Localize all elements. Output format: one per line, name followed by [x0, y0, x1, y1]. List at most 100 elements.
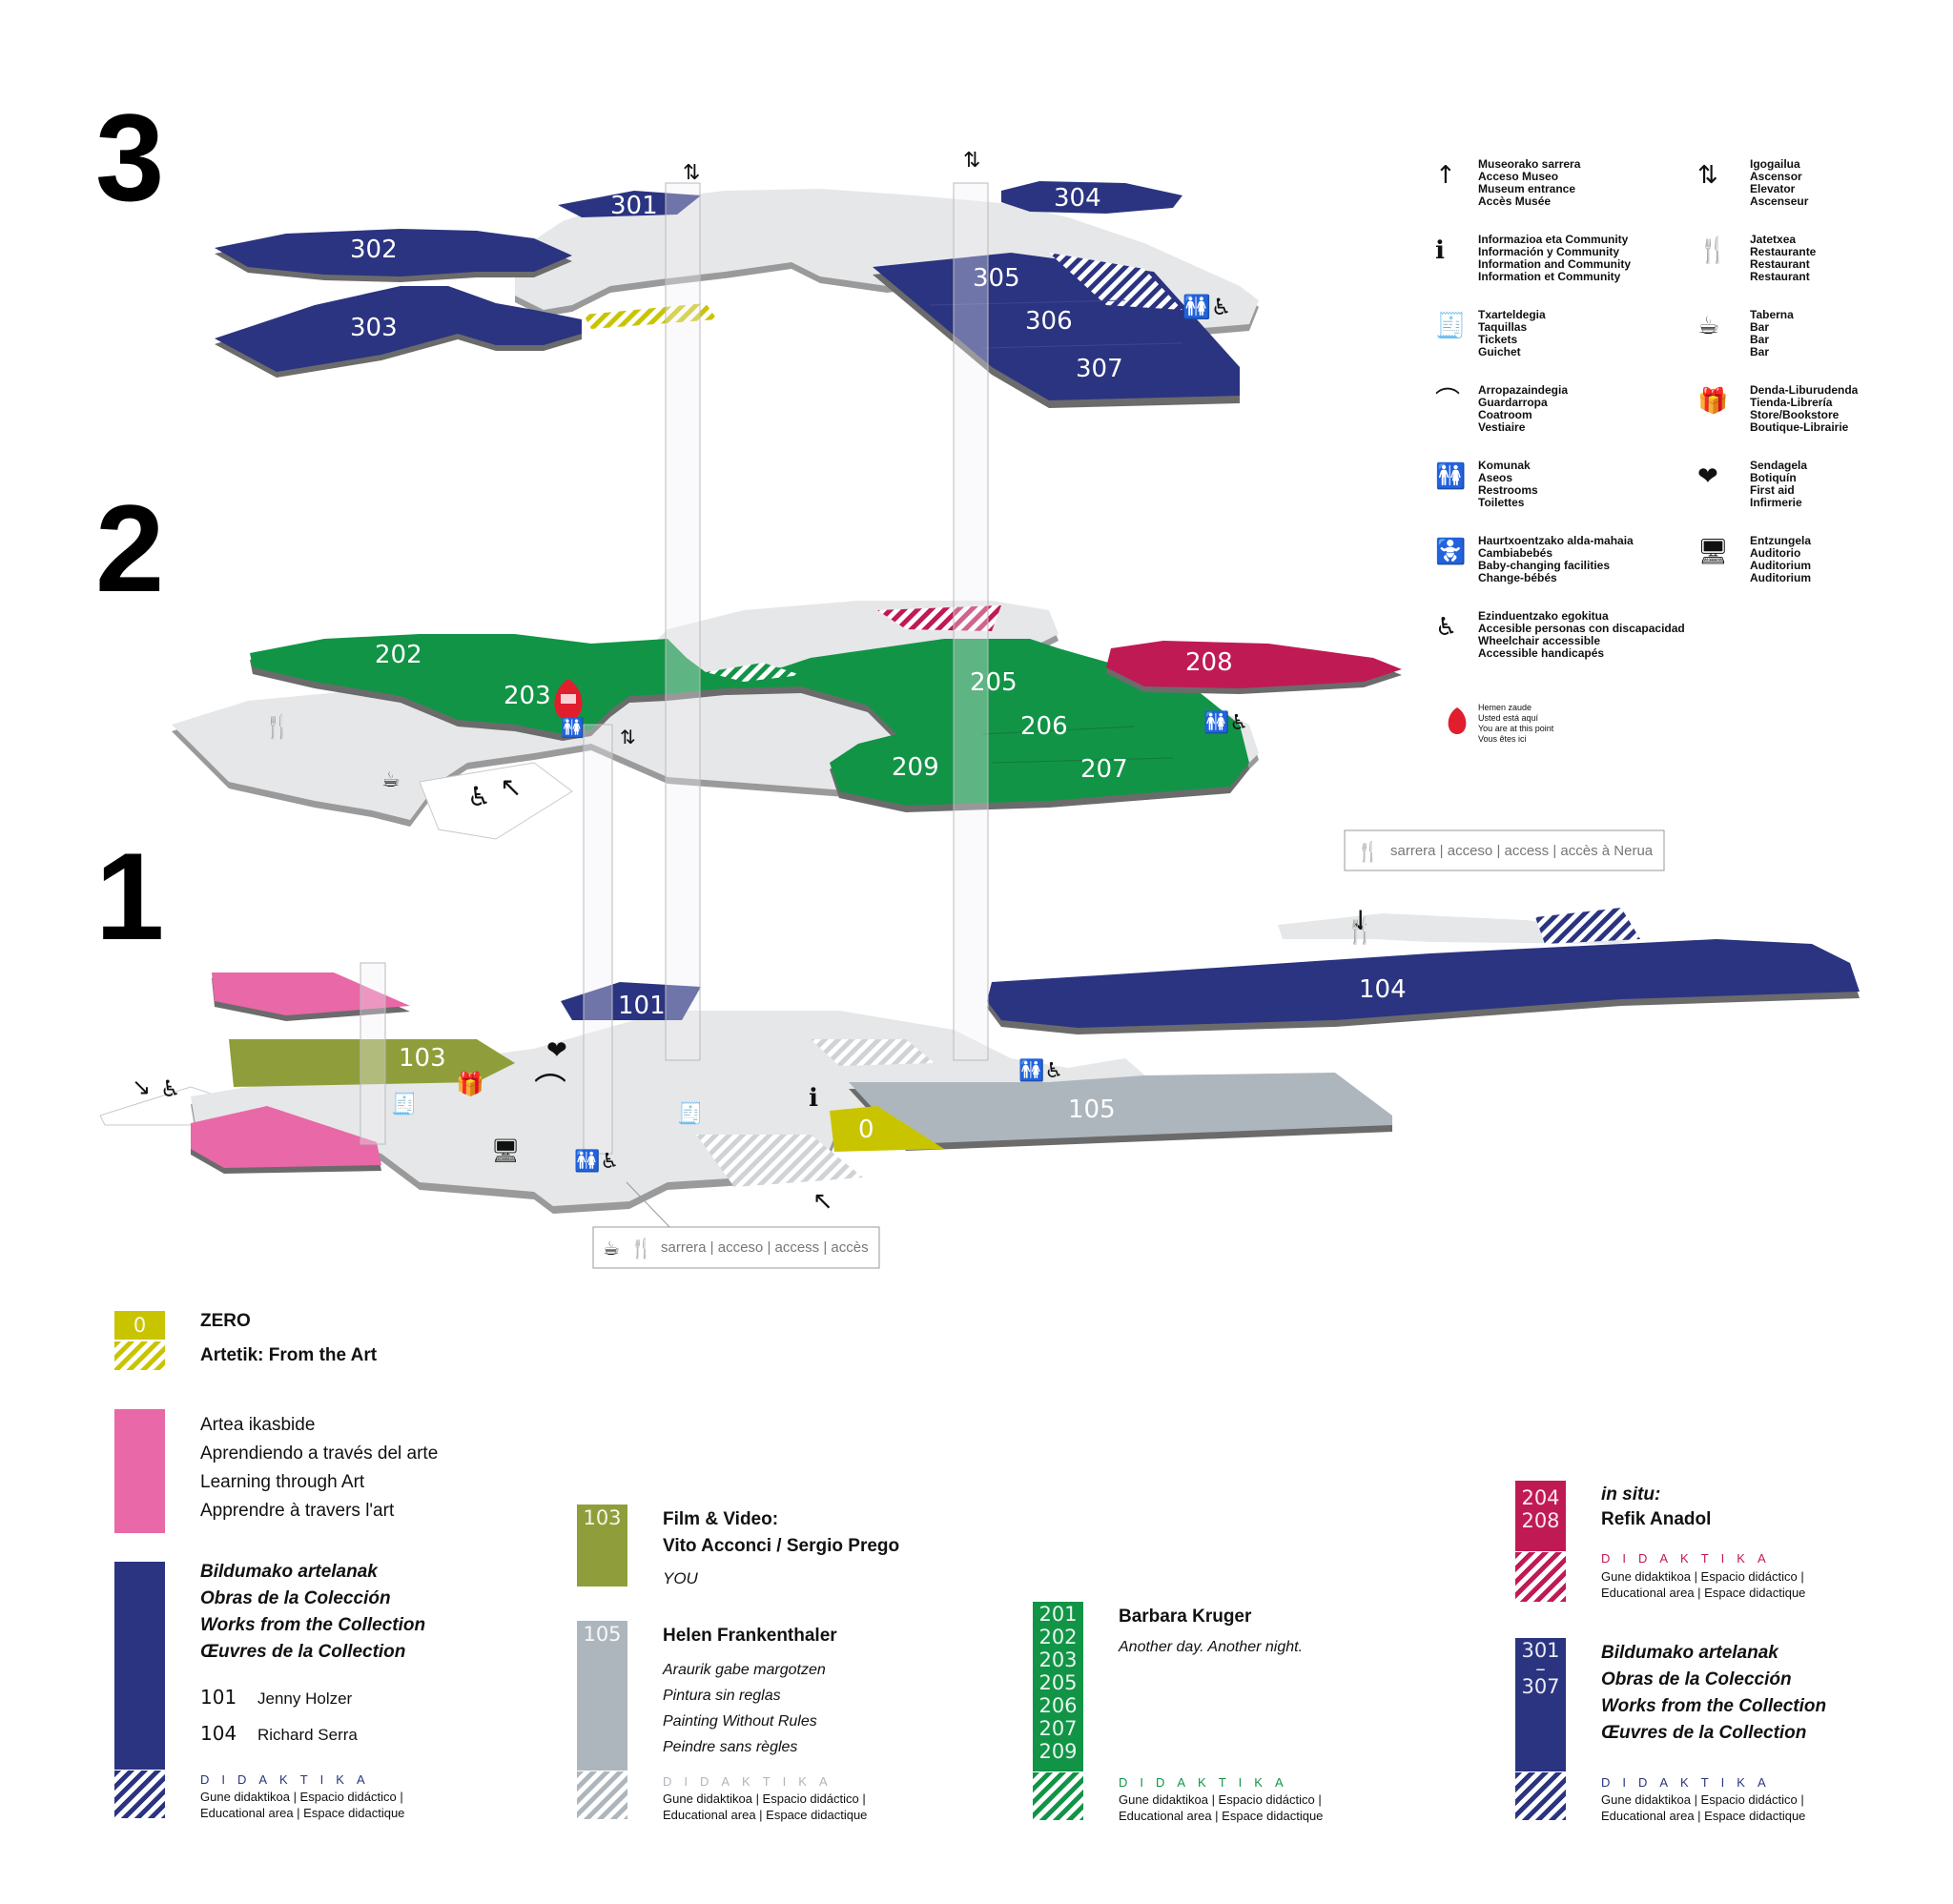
edu-line: Gune didaktikoa | Espacio didáctico | [663, 1791, 866, 1806]
key-term: Restaurant [1750, 270, 1810, 283]
insitu-swatch: 204 208 [1515, 1481, 1566, 1551]
key-term: Acceso Museo [1478, 170, 1558, 183]
restroom-icon: 🚻♿ [574, 1149, 619, 1174]
level-3-label: 3 [95, 88, 164, 227]
cup-icon: ☕ [603, 1237, 620, 1259]
key-term: Bar [1750, 345, 1769, 358]
key-term: Bar [1750, 320, 1769, 334]
educational-area-text: Gune didaktikoa | Espacio didáctico | Ed… [663, 1791, 867, 1823]
key-term: Change-bébés [1478, 571, 1557, 584]
you-are-here-key-line: Usted está aquí [1478, 713, 1539, 723]
edu-line: Educational area | Espace didactique [1119, 1809, 1324, 1823]
kruger-didactic-swatch [1033, 1772, 1083, 1820]
key-term: Toilettes [1478, 496, 1525, 509]
key-term: Vestiaire [1478, 420, 1526, 434]
key-term: Museum entrance [1478, 182, 1575, 195]
artist-name: Richard Serra [257, 1726, 358, 1744]
room-104-area [987, 939, 1860, 1028]
room-306: 306 [1025, 307, 1073, 336]
map-icons: ⇅ ⇅ 🚻♿ 🍴 ☕ ♿ ↖ 🚻 ⇅ 🚻♿ ↓ 🍴 ❤ ⌒ 🎁 🧾 ↘ ♿ 🖥 … [132, 149, 1375, 1216]
room-207: 207 [1080, 755, 1128, 784]
hanger-icon: ⌒ [1435, 387, 1460, 416]
room-209: 209 [892, 753, 939, 782]
collection-text: Bildumako artelanak Obras de la Colecció… [200, 1559, 425, 1666]
didaktika-label: DIDAKTIKA [200, 1772, 378, 1787]
film-title-line: Film & Video: [663, 1509, 779, 1529]
key-term: Igogailua [1750, 157, 1800, 171]
key-term: Restaurante [1750, 245, 1817, 258]
restroom-icon: 🚻♿ [1018, 1058, 1063, 1083]
first-aid-icon: ❤ [1697, 462, 1718, 491]
frankenthaler-text: Araurik gabe margotzen Pintura sin regla… [663, 1657, 826, 1760]
edu-line: Educational area | Espace didactique [663, 1808, 868, 1822]
restaurant-icon: 🍴 [1345, 916, 1375, 946]
room-0: 0 [858, 1116, 874, 1144]
kruger-swatch: 201 202 203 205 206 207 209 [1033, 1602, 1083, 1771]
room-304: 304 [1054, 184, 1101, 213]
key-term: Tienda-Librería [1750, 396, 1833, 409]
film-title-line: Vito Acconci / Sergio Prego [663, 1536, 900, 1556]
zero-swatch: 0 [114, 1311, 165, 1340]
key-term: Boutique-Librairie [1750, 420, 1849, 434]
elevator-icon: ⇅ [1697, 161, 1718, 190]
key-term: Accessible handicapés [1478, 646, 1604, 660]
key-term: Coatroom [1478, 408, 1532, 421]
room-307: 307 [1076, 355, 1123, 383]
collection3-text: Bildumako artelanak Obras de la Colecció… [1601, 1640, 1826, 1747]
key-term: Store/Bookstore [1750, 408, 1840, 421]
key-term: Bar [1750, 333, 1769, 346]
floor-3 [215, 181, 1259, 408]
collection-line: Works from the Collection [200, 1615, 426, 1635]
restaurant-icon: 🍴 [263, 713, 292, 740]
key-term: Information et Community [1478, 270, 1621, 283]
restroom-icon: 🚻♿ [1182, 294, 1231, 320]
collection3-line: Bildumako artelanak [1601, 1643, 1778, 1663]
room-302-area [215, 229, 572, 276]
key-term: Cambiabebés [1478, 546, 1552, 560]
collection3-line: Works from the Collection [1601, 1696, 1827, 1716]
key-term: First aid [1750, 483, 1795, 497]
key-term: Información y Community [1478, 245, 1619, 258]
key-term: Arropazaindegia [1478, 383, 1568, 397]
floor-1 [99, 908, 1860, 1214]
frankenthaler-title: Helen Frankenthaler [663, 1626, 837, 1646]
key-term: Ascenseur [1750, 194, 1809, 208]
key-term: Elevator [1750, 182, 1796, 195]
zero-subtitle: Artetik: From the Art [200, 1345, 378, 1365]
key-term: Accesible personas con discapacidad [1478, 622, 1685, 635]
key-term: Ascensor [1750, 170, 1802, 183]
nerua-access-label: sarrera | acceso | access | accès à Neru… [1390, 843, 1654, 859]
edu-line: Gune didaktikoa | Espacio didáctico | [1601, 1569, 1804, 1584]
room-203: 203 [504, 682, 551, 710]
cup-icon: ☕ [381, 768, 401, 792]
key-term: Tickets [1478, 333, 1517, 346]
info-icon: ℹ [809, 1084, 818, 1113]
learning-area-lower [191, 1106, 381, 1168]
frankenthaler-swatch: 105 [577, 1621, 627, 1771]
key-term: Botiquín [1750, 471, 1797, 484]
room-103-area [229, 1039, 515, 1087]
educational-area-text: Gune didaktikoa | Espacio didáctico | Ed… [1601, 1791, 1805, 1824]
key-term: Ezinduentzako egokitua [1478, 609, 1609, 623]
key-term: Taquillas [1478, 320, 1527, 334]
learning-line: Learning through Art [200, 1472, 365, 1492]
zero-area [830, 1106, 944, 1152]
key-term: Infirmerie [1750, 496, 1802, 509]
room-105: 105 [1068, 1095, 1116, 1124]
key-term: Guardarropa [1478, 396, 1548, 409]
ticket-desk-icon: 🧾 [391, 1092, 417, 1116]
restroom-icon: 🚻 [561, 716, 585, 739]
elevator-icon: ⇅ [963, 149, 980, 173]
edu-line: Educational area | Espace didactique [200, 1806, 405, 1820]
learning-swatch [114, 1409, 165, 1533]
restaurant-icon: 🍴 [629, 1237, 653, 1259]
floor-2 [172, 601, 1402, 840]
collection-line: Œuvres de la Collection [200, 1642, 406, 1662]
key-term: Jatetxea [1750, 233, 1796, 246]
restroom-icon: 🚻♿ [1203, 710, 1248, 735]
auditorium-icon: 🖥 [1697, 538, 1729, 566]
key-term: Auditorium [1750, 571, 1811, 584]
insitu-didactic-swatch [1515, 1552, 1566, 1602]
shop-icon: 🎁 [1697, 386, 1728, 416]
edu-line: Gune didaktikoa | Espacio didáctico | [1601, 1792, 1804, 1807]
